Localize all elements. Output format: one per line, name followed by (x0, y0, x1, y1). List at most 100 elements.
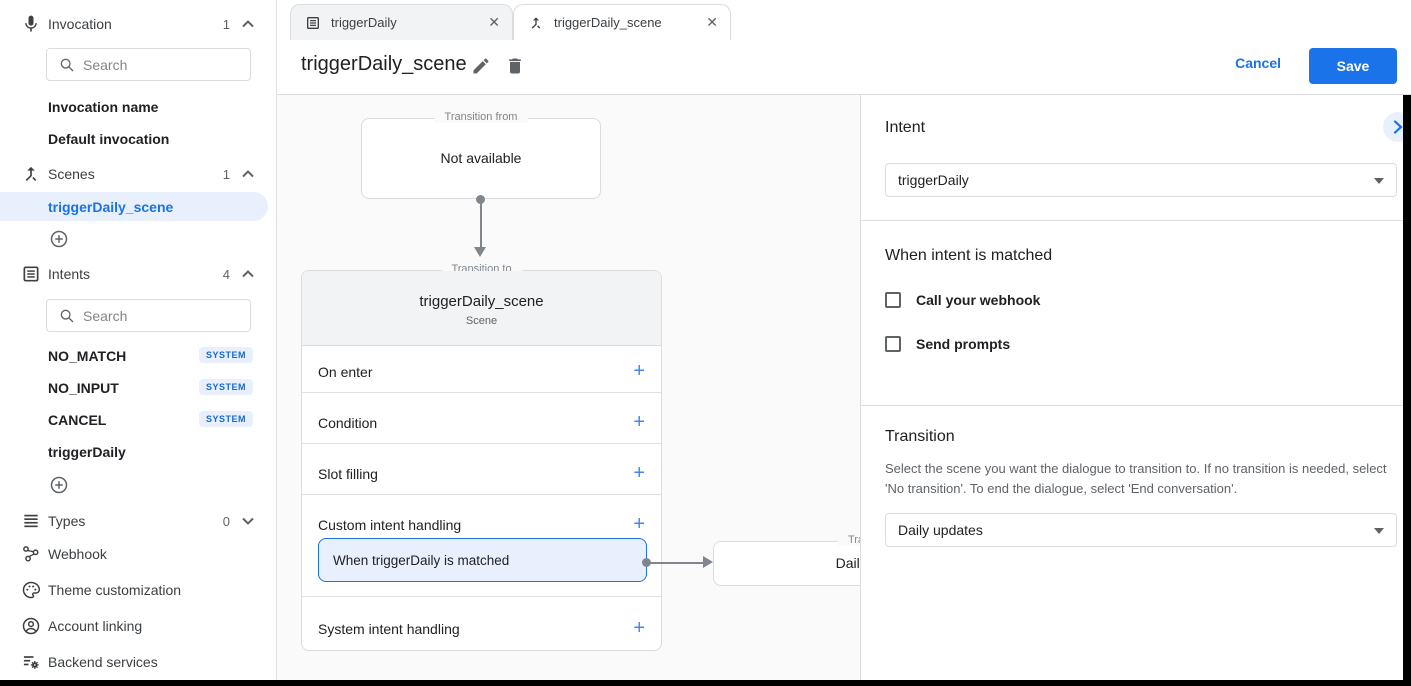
scene-tab-icon (528, 15, 544, 31)
checkbox-label: Send prompts (916, 336, 1011, 352)
delete-icon[interactable] (505, 56, 527, 78)
intent-detail-panel: Intent triggerDaily When intent is match… (860, 95, 1411, 681)
transition-from-legend: Transition from (434, 111, 528, 123)
section-count: 1 (222, 166, 230, 182)
connector-dot (476, 195, 485, 204)
add-system-intent-button[interactable]: + (633, 617, 645, 639)
sidebar-item-invocation-name[interactable]: Invocation name (48, 99, 159, 115)
backend-services-icon (19, 650, 43, 674)
sidebar-item-no-input[interactable]: NO_INPUT (48, 380, 119, 396)
row-label: Condition (318, 415, 378, 431)
row-label: System intent handling (318, 621, 460, 637)
section-count: 0 (222, 513, 230, 529)
add-intent-button[interactable] (49, 475, 69, 495)
sidebar-item-backend-services[interactable]: Backend services (0, 650, 276, 674)
chevron-up-icon[interactable] (242, 18, 254, 30)
system-badge: SYSTEM (198, 347, 253, 363)
tab-label: triggerDaily_scene (554, 15, 662, 30)
sidebar-item-default-invocation[interactable]: Default invocation (48, 131, 170, 147)
intent-select-value: triggerDaily (898, 172, 969, 188)
arrow-right-icon (703, 556, 713, 568)
intent-handler-chip[interactable]: When triggerDaily is matched (318, 538, 647, 582)
section-count: 1 (222, 16, 230, 32)
row-label: Custom intent handling (318, 517, 462, 533)
sidebar-item-cancel[interactable]: CANCEL (48, 412, 107, 428)
edit-icon[interactable] (471, 56, 493, 78)
title-bar: triggerDaily_scene Cancel Save (277, 40, 1411, 95)
arrow-down-icon (474, 247, 486, 257)
dropdown-caret-icon (1374, 528, 1384, 534)
link-label: Webhook (48, 546, 107, 562)
divider (302, 596, 661, 597)
dropdown-caret-icon (1374, 178, 1384, 184)
invocation-search (46, 48, 251, 81)
scene-canvas[interactable]: Transition from Not available Transition… (277, 95, 860, 681)
tab-triggerdaily-scene[interactable]: triggerDaily_scene ✕ (513, 4, 731, 40)
microphone-icon (19, 12, 43, 36)
intent-heading: Intent (885, 119, 926, 136)
sidebar-item-theme-customization[interactable]: Theme customization (0, 578, 276, 602)
not-available-text: Not available (440, 150, 522, 166)
link-label: Backend services (48, 654, 158, 670)
section-label: Intents (48, 266, 91, 282)
intents-search (46, 299, 251, 332)
sidebar-item-webhook[interactable]: Webhook (0, 542, 276, 566)
link-label: Theme customization (48, 582, 182, 598)
sidebar-item-account-linking[interactable]: Account linking (0, 614, 276, 638)
sidebar: Invocation 1 Invocation name Default inv… (0, 0, 277, 686)
account-circle-icon (19, 614, 43, 638)
add-custom-intent-button[interactable]: + (633, 513, 645, 535)
sidebar-section-invocation[interactable]: Invocation 1 (0, 12, 276, 36)
webhook-icon (19, 542, 43, 566)
add-slot-filling-button[interactable]: + (633, 462, 645, 484)
call-webhook-checkbox-row[interactable]: Call your webhook (885, 292, 1040, 308)
scenes-icon (19, 162, 43, 186)
divider (302, 494, 661, 495)
send-prompts-checkbox-row[interactable]: Send prompts (885, 336, 1010, 352)
tab-triggerdaily[interactable]: triggerDaily ✕ (290, 4, 513, 40)
chevron-right-icon (1393, 120, 1403, 134)
types-icon (19, 509, 43, 533)
add-condition-button[interactable]: + (633, 411, 645, 433)
add-on-enter-button[interactable]: + (633, 360, 645, 382)
sidebar-item-no-match[interactable]: NO_MATCH (48, 348, 127, 364)
next-card-title: Daily updates (835, 555, 860, 571)
intent-select[interactable]: triggerDaily (885, 163, 1397, 197)
divider (861, 220, 1403, 221)
scene-name: triggerDaily_scene (48, 198, 174, 215)
checkbox-unchecked-icon[interactable] (885, 292, 901, 308)
sidebar-section-intents[interactable]: Intents 4 (0, 262, 276, 286)
sidebar-section-scenes[interactable]: Scenes 1 (0, 162, 276, 186)
close-icon[interactable]: ✕ (488, 14, 500, 30)
divider (302, 443, 661, 444)
sidebar-item-triggerdaily-scene[interactable]: triggerDaily_scene (0, 192, 268, 221)
link-label: Account linking (48, 618, 143, 634)
section-label: Types (48, 513, 86, 529)
transition-description: Select the scene you want the dialogue t… (885, 461, 1387, 497)
add-scene-button[interactable] (49, 229, 69, 249)
close-icon[interactable]: ✕ (706, 14, 718, 30)
chevron-down-icon[interactable] (242, 515, 254, 527)
intents-search-input[interactable] (83, 307, 223, 324)
transition-select[interactable]: Daily updates (885, 513, 1397, 547)
row-label: Slot filling (318, 466, 378, 482)
scene-card-title: triggerDaily_scene (419, 293, 544, 310)
section-count: 4 (222, 266, 230, 282)
bottom-black-bar (0, 680, 1411, 686)
transition-select-value: Daily updates (898, 522, 983, 538)
chevron-up-icon[interactable] (242, 268, 254, 280)
page-title: triggerDaily_scene (301, 53, 467, 75)
main-area: triggerDaily ✕ triggerDaily_scene ✕ trig… (277, 0, 1411, 686)
sidebar-section-types[interactable]: Types 0 (0, 509, 276, 533)
invocation-search-input[interactable] (83, 56, 223, 73)
transition-to-card: Transition to triggerDaily_scene Scene O… (301, 263, 662, 651)
sidebar-item-triggerdaily[interactable]: triggerDaily (48, 444, 126, 460)
cancel-button[interactable]: Cancel (1235, 55, 1281, 71)
checkbox-unchecked-icon[interactable] (885, 336, 901, 352)
system-badge: SYSTEM (198, 379, 253, 395)
chevron-up-icon[interactable] (242, 168, 254, 180)
next-card-legend: Transition to (837, 534, 860, 546)
save-button[interactable]: Save (1309, 48, 1397, 84)
connector-line (480, 201, 482, 247)
search-icon (60, 309, 74, 322)
